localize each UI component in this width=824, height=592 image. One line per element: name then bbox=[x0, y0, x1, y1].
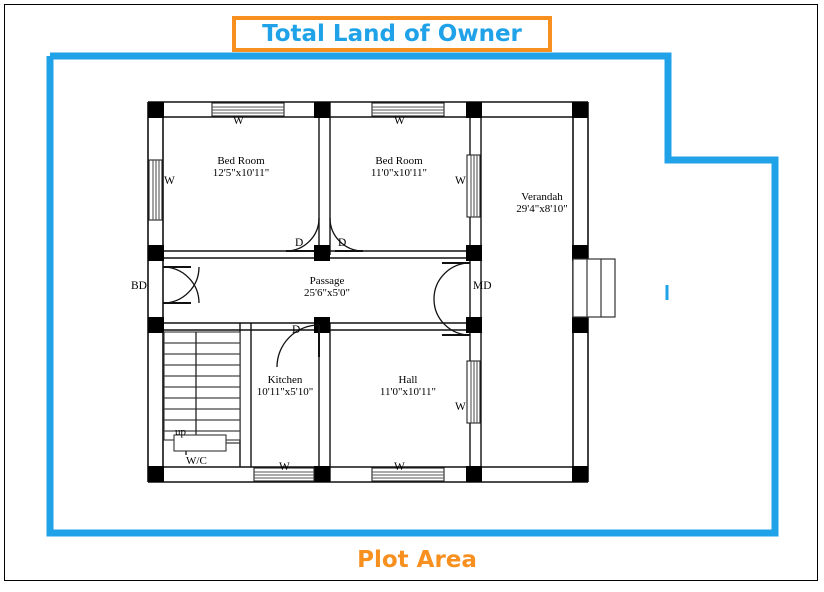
room-label-bedroom-2: Bed Room 11'0"x10'11" bbox=[349, 155, 449, 180]
verandah-name: Verandah bbox=[521, 191, 563, 203]
bedroom-2-name: Bed Room bbox=[375, 155, 423, 167]
door-label-bedroom1: D bbox=[295, 237, 304, 249]
bedroom-1-name: Bed Room bbox=[217, 155, 265, 167]
hall-dimensions: 11'0"x10'11" bbox=[379, 386, 437, 399]
door-label-bedroom2: D bbox=[338, 237, 347, 249]
passage-dimensions: 25'6"x5'0" bbox=[304, 287, 350, 300]
room-label-hall: Hall 11'0"x10'11" bbox=[358, 374, 458, 399]
room-label-passage: Passage 25'6"x5'0" bbox=[277, 275, 377, 300]
floor-plan bbox=[147, 101, 616, 483]
bedroom-2-dimensions: 11'0"x10'11" bbox=[370, 167, 428, 180]
room-label-bedroom-1: Bed Room 12'5"x10'11" bbox=[191, 155, 291, 180]
passage-name: Passage bbox=[309, 275, 345, 287]
window-label-bedroom2-top: W bbox=[394, 115, 405, 127]
window-label-bedroom1-left: W bbox=[164, 175, 175, 187]
door-label-main: MD bbox=[473, 280, 492, 292]
door-symbols bbox=[162, 217, 471, 368]
window-label-bedroom2-right: W bbox=[455, 175, 466, 187]
drawing-frame: Total Land of Owner Bed Room 12'5"x10'11… bbox=[4, 4, 818, 581]
window-label-kitchen-bottom: W bbox=[279, 461, 290, 473]
window-label-hall-right: W bbox=[455, 401, 466, 413]
hall-name: Hall bbox=[398, 374, 418, 386]
door-label-back: BD bbox=[131, 280, 147, 292]
plot-area-label: Plot Area bbox=[357, 547, 477, 573]
bedroom-1-dimensions: 12'5"x10'11" bbox=[212, 167, 270, 180]
verandah-dimensions: 29'4"x8'10" bbox=[516, 203, 568, 216]
room-label-kitchen: Kitchen 10'11"x5'10" bbox=[235, 374, 335, 399]
kitchen-name: Kitchen bbox=[267, 374, 303, 386]
door-label-kitchen: D bbox=[292, 324, 301, 336]
columns bbox=[148, 102, 588, 482]
wc-label: W/C bbox=[186, 455, 207, 467]
kitchen-dimensions: 10'11"x5'10" bbox=[256, 386, 314, 399]
stairs-up-label: up bbox=[175, 426, 186, 438]
window-label-bedroom1-top: W bbox=[233, 115, 244, 127]
window-symbols bbox=[148, 102, 481, 482]
window-label-hall-bottom: W bbox=[394, 461, 405, 473]
plot-area-caption: Plot Area bbox=[5, 543, 824, 577]
room-label-verandah: Verandah 29'4"x8'10" bbox=[491, 191, 593, 216]
staircase bbox=[163, 331, 241, 455]
page-title: Total Land of Owner bbox=[262, 21, 522, 47]
title-banner: Total Land of Owner bbox=[232, 16, 552, 52]
entrance-steps bbox=[572, 258, 616, 318]
